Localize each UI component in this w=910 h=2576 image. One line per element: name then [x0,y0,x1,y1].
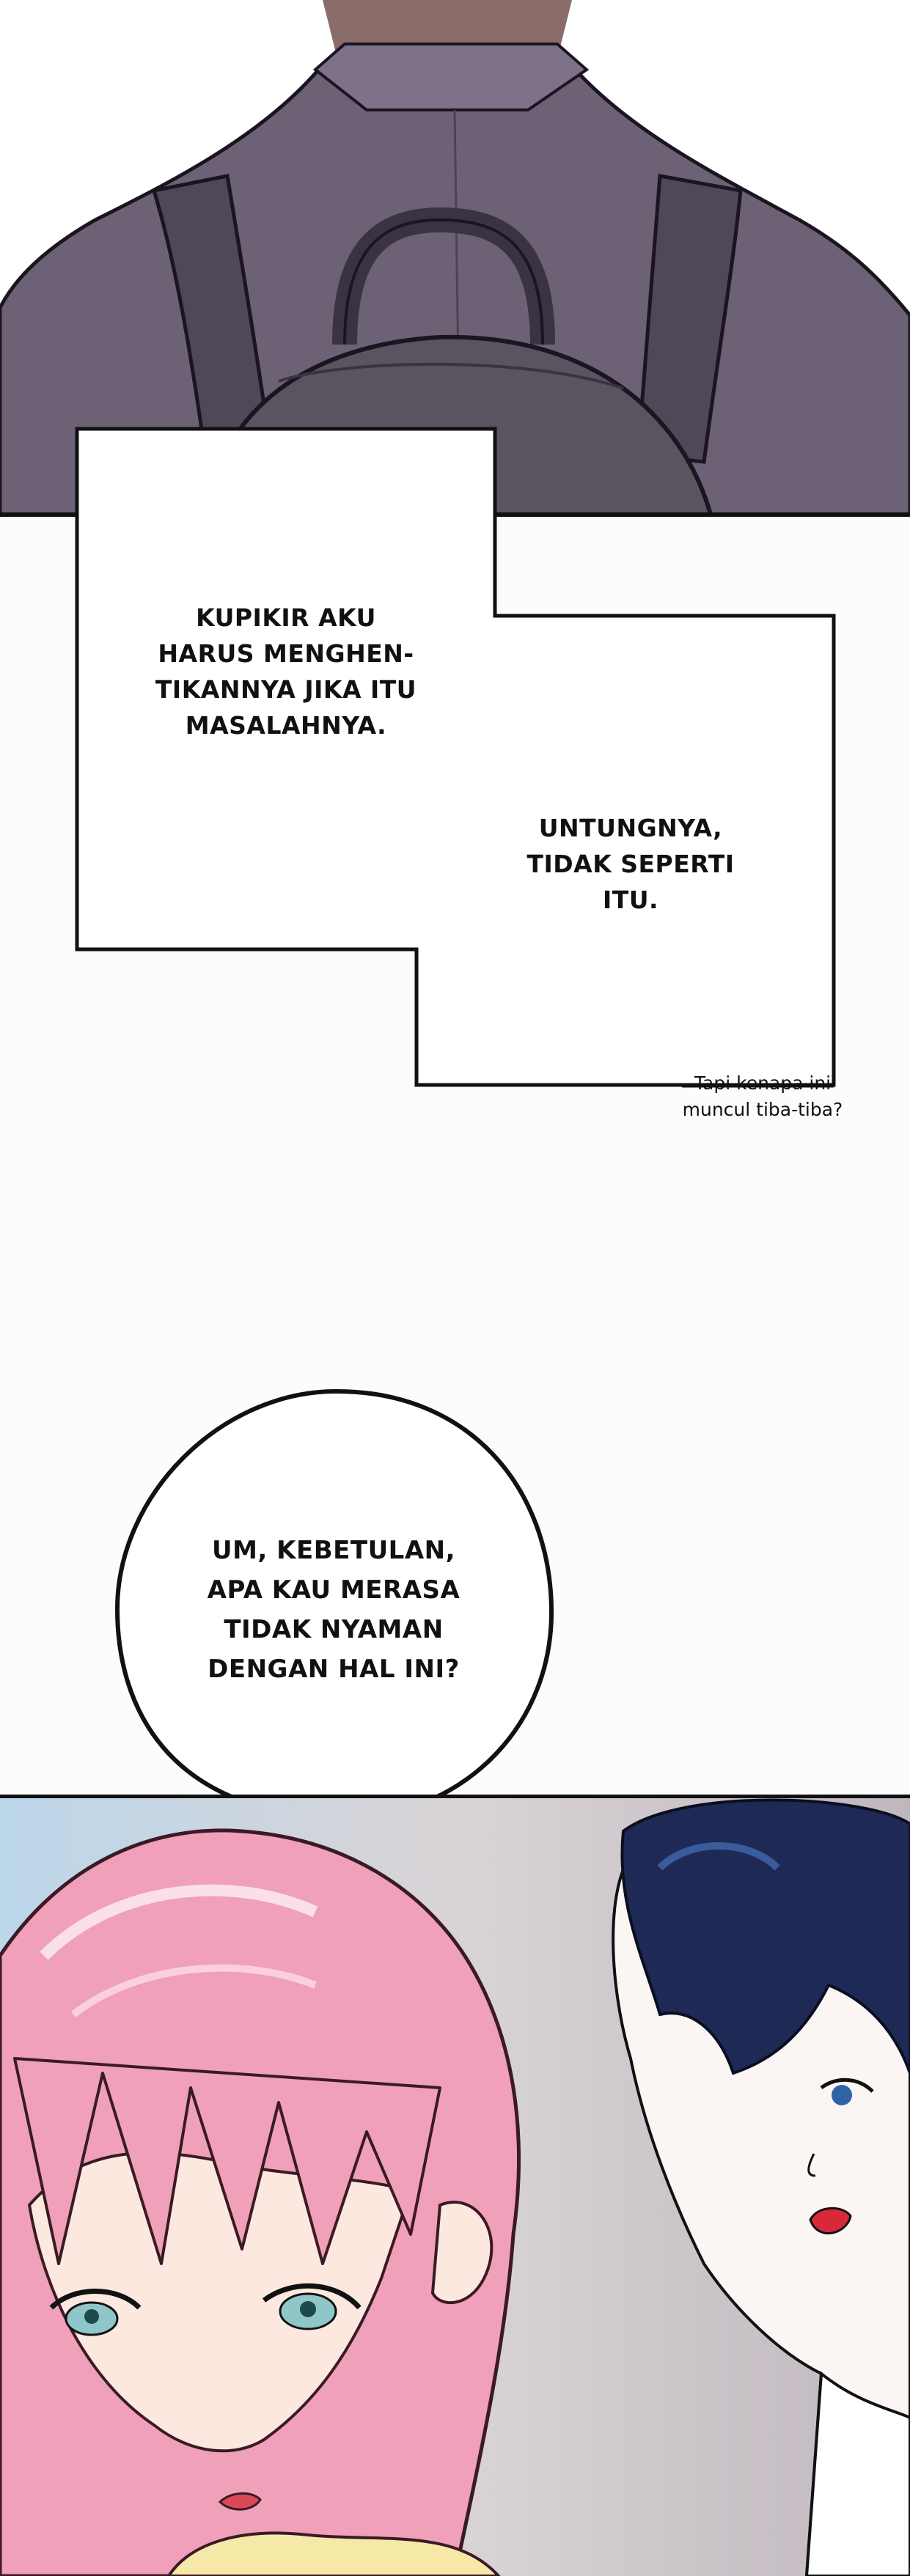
speech-bubble [114,1388,554,1894]
speech-bubble-text: UM, KEBETULAN, APA KAU MERASA TIDAK NYAM… [207,1536,460,1684]
characters-illustration [0,1795,910,2576]
panel-backpack [0,0,910,517]
panel-characters [0,1795,910,2576]
caption-second: UNTUNGNYA, TIDAK SEPERTI ITU. [526,814,735,914]
aside-thought: Tapi kenapa ini muncul tiba-tiba? [682,1072,843,1120]
aside-pointer [682,1085,834,1088]
backpack-illustration [0,0,910,517]
caption-first: KUPIKIR AKU HARUS MENGHEN- TIKANNYA JIKA… [155,603,417,740]
caption-box [75,427,836,1087]
